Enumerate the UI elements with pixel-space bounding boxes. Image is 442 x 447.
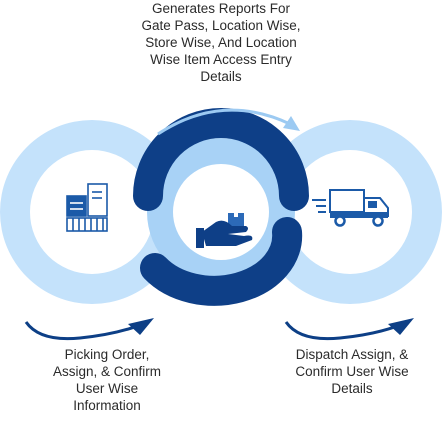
top-dark-arc: [133, 108, 309, 211]
left-caption-line: Picking Order,: [64, 347, 150, 362]
top-caption: Generates Reports For Gate Pass, Locatio…: [118, 0, 324, 85]
top-caption-line: Wise Item Access Entry: [150, 52, 292, 67]
curved-arrow-head: [283, 116, 300, 131]
right-swoosh-head: [388, 318, 414, 335]
top-caption-line: Generates Reports For: [151, 1, 291, 16]
bottom-dark-arc: [140, 217, 303, 306]
top-caption-line: Gate Pass, Location Wise,: [141, 18, 301, 33]
right-caption-line: Dispatch Assign, &: [295, 347, 409, 362]
curved-arrow: [157, 108, 291, 136]
right-caption: Dispatch Assign, & Confirm User Wise Det…: [264, 346, 440, 397]
left-caption-line: Information: [73, 398, 141, 413]
left-caption-line: User Wise: [75, 381, 139, 396]
left-caption-line: Assign, & Confirm: [52, 364, 162, 379]
left-caption: Picking Order, Assign, & Confirm User Wi…: [14, 346, 200, 414]
delivery-truck-icon: [312, 189, 389, 227]
right-caption-line: Details: [331, 381, 373, 396]
top-caption-line: Store Wise, And Location: [145, 35, 297, 50]
right-swoosh: [284, 320, 409, 341]
right-caption-line: Confirm User Wise: [295, 364, 409, 379]
hand-with-box-icon: [196, 213, 253, 248]
left-swoosh: [24, 320, 149, 341]
top-caption-line: Details: [200, 69, 242, 84]
warehouse-shelf-icon: [66, 183, 108, 232]
left-swoosh-head: [128, 318, 154, 335]
